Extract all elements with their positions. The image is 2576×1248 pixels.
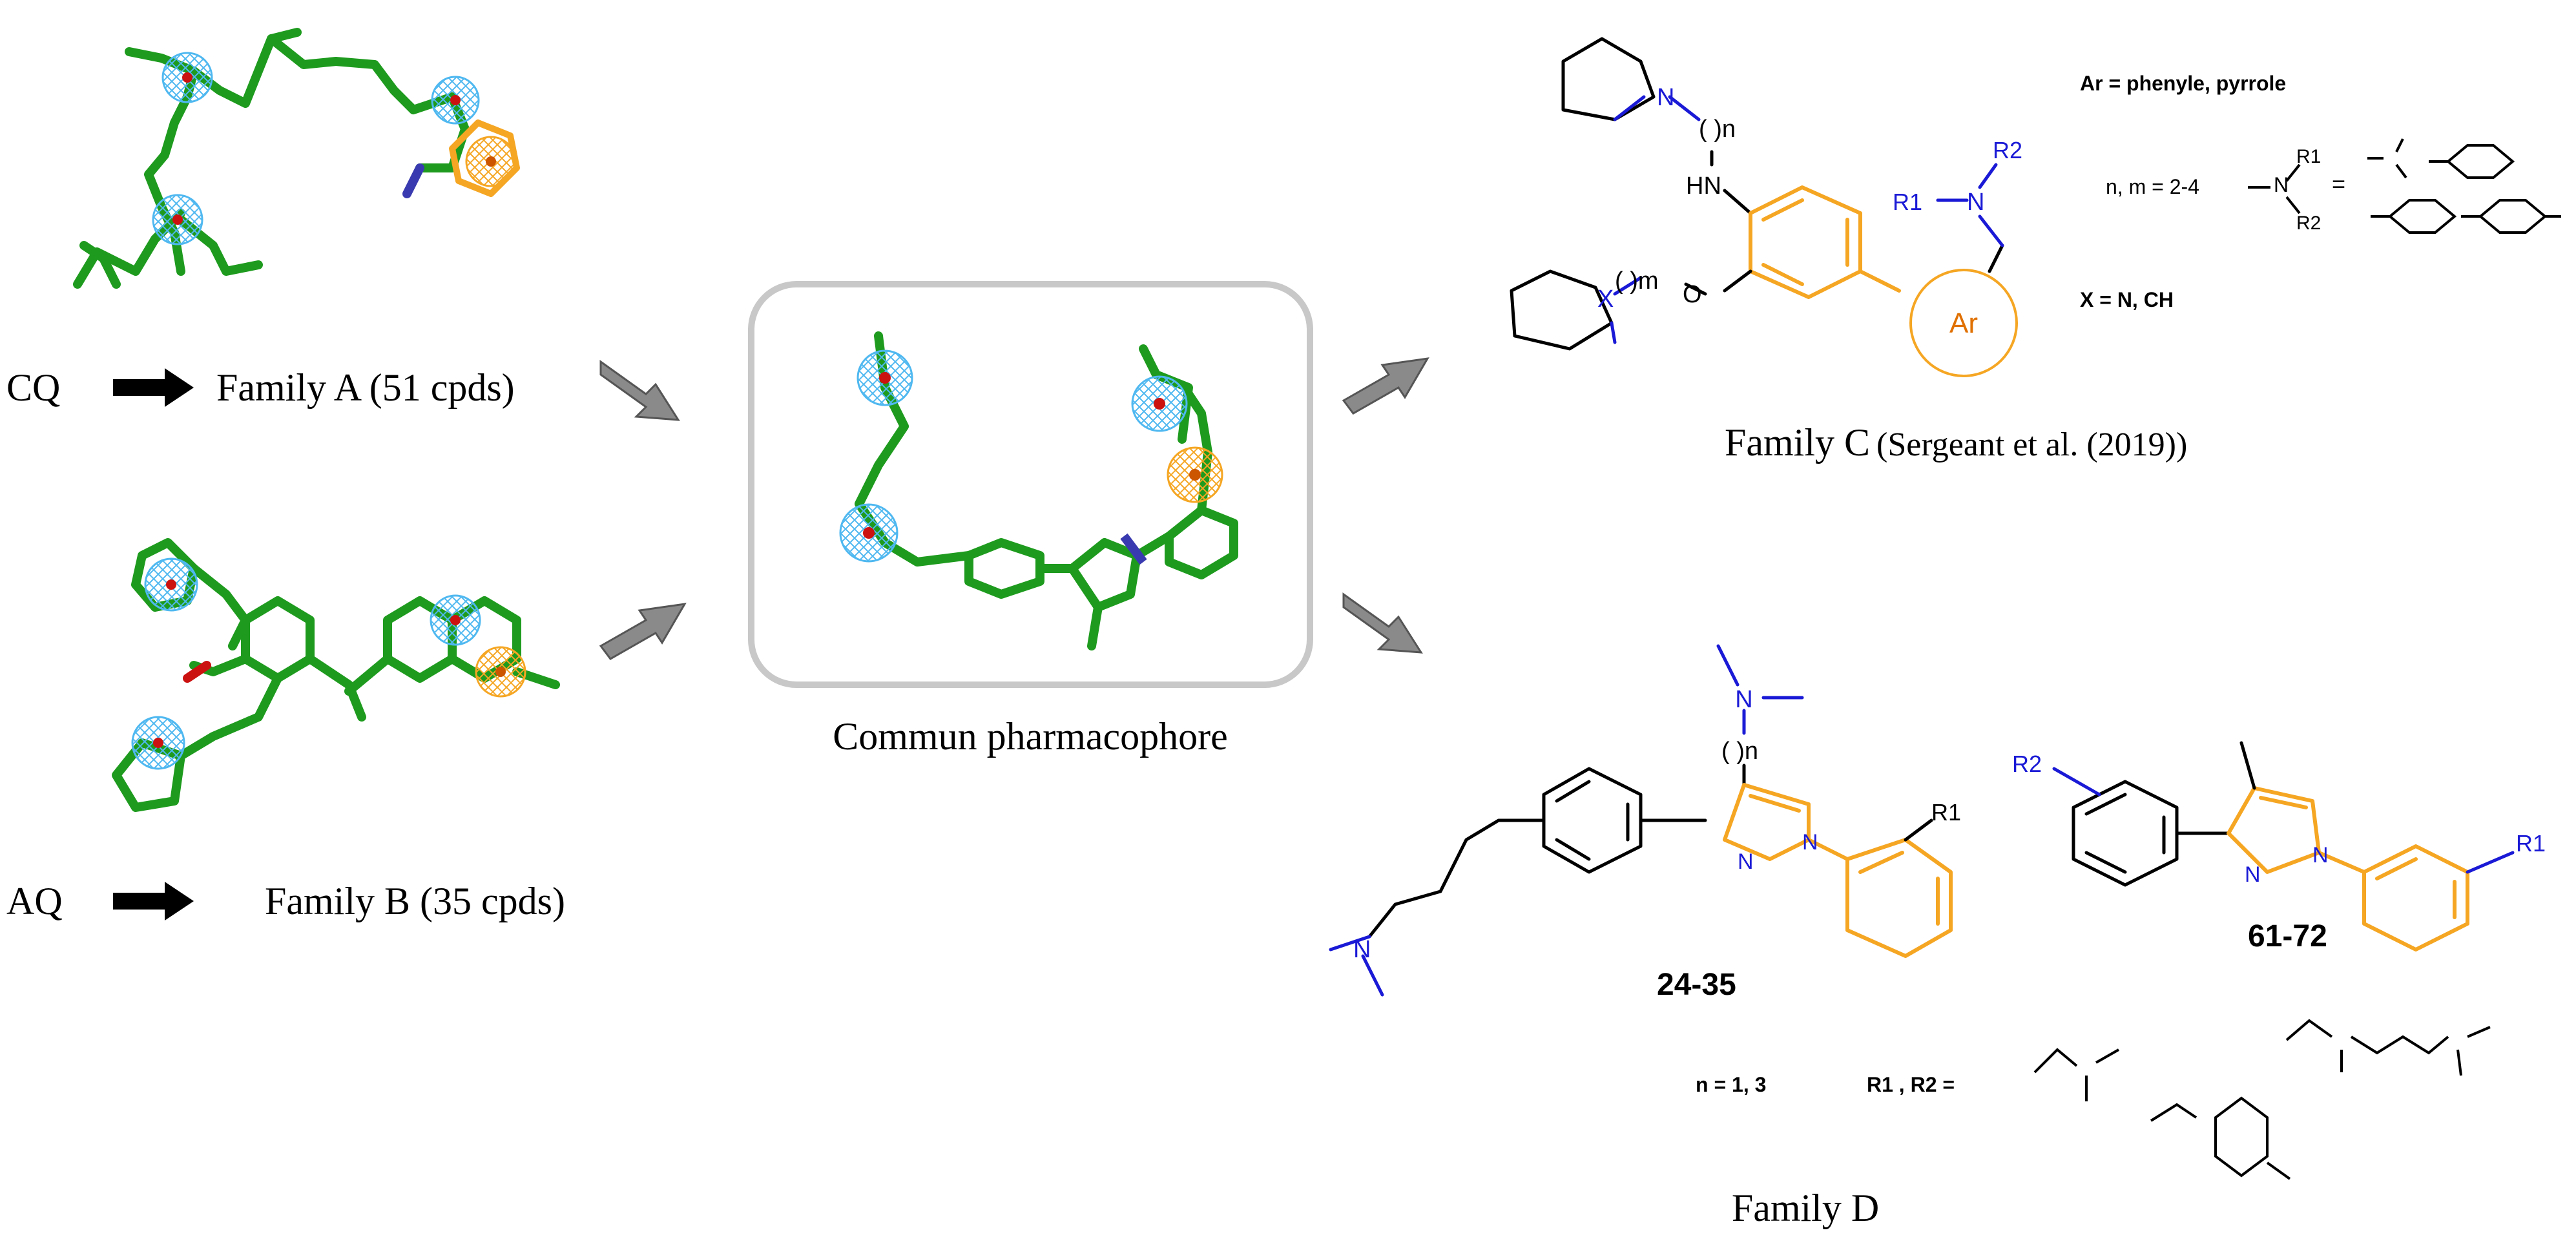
family-c-x-note: X = N, CH <box>2080 288 2174 311</box>
family-a-label: Family A (51 cpds) <box>216 366 515 409</box>
cq-molecule <box>73 28 520 289</box>
family-c-hn-label: HN <box>1686 172 1721 200</box>
family-c-title: Family C <box>1725 421 1870 464</box>
pharmacophore-label: Commun pharmacophore <box>833 715 1228 758</box>
family-c-ar-label: Ar <box>1949 307 1978 339</box>
family-d-n-atom-2: N <box>1738 849 1754 874</box>
family-d-24-35-structure <box>1329 644 1953 997</box>
family-c-n-index: ( )n <box>1699 116 1736 143</box>
pharmacophore-spheres <box>839 349 1223 563</box>
aq-pharmacophore-spheres <box>131 557 526 770</box>
family-d-cpd-61-72: 61-72 <box>2248 919 2327 953</box>
family-b-label: Family B (35 cpds) <box>265 880 565 922</box>
grey-arrow-icon-4 <box>1342 592 1423 654</box>
aq-label: AQ <box>6 880 63 922</box>
family-d-title: Family D <box>1732 1187 1879 1229</box>
family-d-n-atom-6: N <box>2312 843 2329 868</box>
family-d-n-atom-4: N <box>1353 936 1371 963</box>
aq-molecule <box>112 538 560 812</box>
family-c-m-index: ( )m <box>1615 267 1659 295</box>
family-d-r1-label-2: R1 <box>2516 830 2546 857</box>
family-c-legend-eq: = <box>2332 171 2345 197</box>
family-c-legend-r1: R1 <box>2296 146 2321 167</box>
pharmacophore-box <box>748 281 1313 688</box>
family-c-x-label: X <box>1597 286 1614 313</box>
family-d-61-72-structure <box>2052 741 2515 952</box>
family-c-legend-n: N <box>2274 173 2289 196</box>
family-c-n-atom-1: N <box>1657 84 1674 111</box>
cq-pharmacophore-spheres <box>152 52 517 245</box>
family-c-ar-note: Ar = phenyle, pyrrole <box>2080 72 2286 95</box>
family-d-n-atom-5: N <box>2245 862 2261 887</box>
grey-arrow-icon-1 <box>599 360 680 421</box>
family-d-n-atom-1: N <box>1735 686 1752 713</box>
family-c-r1-label: R1 <box>1893 189 1922 215</box>
family-d-n-note: n = 1, 3 <box>1696 1073 1766 1096</box>
family-c-nm-note: n, m = 2-4 <box>2106 175 2199 198</box>
family-c-structure <box>1510 37 2018 377</box>
grey-arrow-icon-3 <box>1342 357 1429 415</box>
family-c-r2-label: R2 <box>1993 137 2022 163</box>
grey-arrow-icon-2 <box>599 603 687 660</box>
family-d-r1-label-1: R1 <box>1931 799 1961 826</box>
family-c-o-label: O <box>1683 281 1702 308</box>
family-c-nr1r2-legend <box>2248 138 2561 234</box>
cq-label: CQ <box>6 366 60 409</box>
family-d-n-index: ( )n <box>1721 738 1758 765</box>
family-d-r-legend <box>2033 1019 2491 1180</box>
family-c-citation: (Sergeant et al. (2019)) <box>1876 426 2187 463</box>
family-c-n-atom-2: N <box>1967 189 1984 216</box>
family-d-r2-label: R2 <box>2012 751 2042 777</box>
family-d-n-atom-3: N <box>1802 830 1818 855</box>
aq-arrow-icon <box>113 882 194 920</box>
family-d-cpd-24-35: 24-35 <box>1657 968 1736 1002</box>
cq-arrow-icon <box>113 368 194 407</box>
family-c-legend-r2: R2 <box>2296 213 2321 234</box>
family-d-r-note: R1 , R2 = <box>1867 1073 1955 1096</box>
